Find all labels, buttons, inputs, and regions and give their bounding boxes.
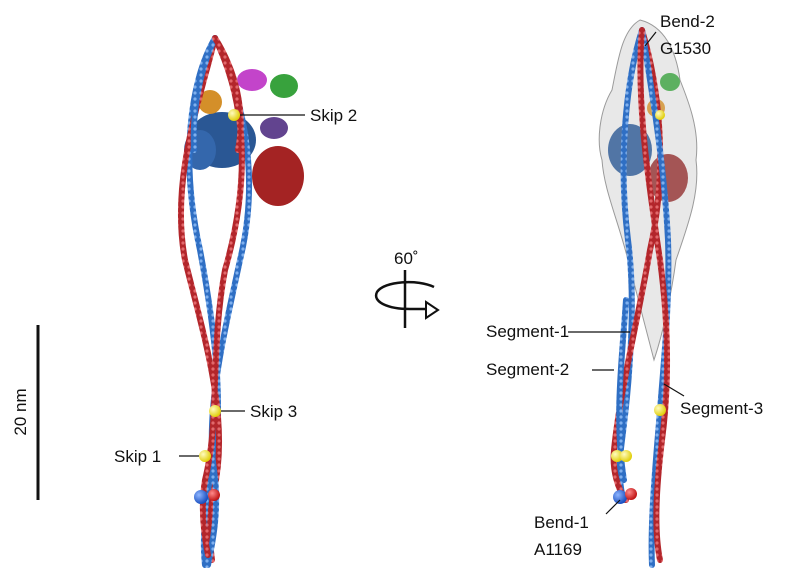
skip2-label: Skip 2 xyxy=(310,106,357,125)
scale-bar: 20 nm xyxy=(11,325,40,500)
right-strand-red-2 xyxy=(637,27,671,563)
right-bend1-blue-marker xyxy=(613,490,627,504)
left-protein-orange xyxy=(198,90,222,114)
scale-bar-label: 20 nm xyxy=(11,388,30,435)
segment1-label: Segment-1 xyxy=(486,322,569,341)
left-protein-red xyxy=(252,146,304,206)
skip3-label: Skip 3 xyxy=(250,402,297,421)
left-skip1-marker xyxy=(199,450,211,462)
left-protein-green xyxy=(270,74,298,98)
bend2-label-line1: Bend-2 xyxy=(660,12,715,31)
segment3-leader xyxy=(663,383,685,397)
right-bend2-marker xyxy=(655,110,665,120)
bend1-label-line1: Bend-1 xyxy=(534,513,589,532)
right-skip1-marker-a xyxy=(611,450,623,462)
left-model: Skip 2 Skip 3 Skip 1 xyxy=(114,35,357,568)
left-strand-red-3 xyxy=(212,35,244,153)
left-protein-magenta xyxy=(237,69,267,91)
right-bend1-red-marker xyxy=(625,488,637,500)
left-skip2-marker xyxy=(228,109,240,121)
bend1-leader xyxy=(605,499,621,515)
rotation-arrow-icon xyxy=(374,280,435,311)
left-strand-blue-3 xyxy=(190,35,218,153)
segment2-label: Segment-2 xyxy=(486,360,569,379)
segment3-label: Segment-3 xyxy=(680,399,763,418)
rotation-arrowhead-icon xyxy=(425,300,440,320)
skip1-label: Skip 1 xyxy=(114,447,161,466)
right-skip1-marker-b xyxy=(620,450,632,462)
bend2-label-line2: G1530 xyxy=(660,39,711,58)
rotation-indicator: 60˚ xyxy=(374,249,440,328)
bend2-leader xyxy=(644,31,657,47)
left-strands xyxy=(177,35,252,568)
right-protein-red xyxy=(648,154,688,202)
right-protein-green xyxy=(660,73,680,91)
left-bend1-red-marker xyxy=(208,489,220,501)
left-protein-purple xyxy=(260,117,288,139)
right-model: Bend-2 G1530 Segment-1 Segment-2 Segment… xyxy=(486,12,763,568)
rotation-label: 60˚ xyxy=(394,249,419,268)
bend1-label-line2: A1169 xyxy=(534,540,582,559)
left-bend1-blue-marker xyxy=(194,490,208,504)
right-segment3-marker xyxy=(654,404,666,416)
left-skip3-marker xyxy=(209,405,221,417)
